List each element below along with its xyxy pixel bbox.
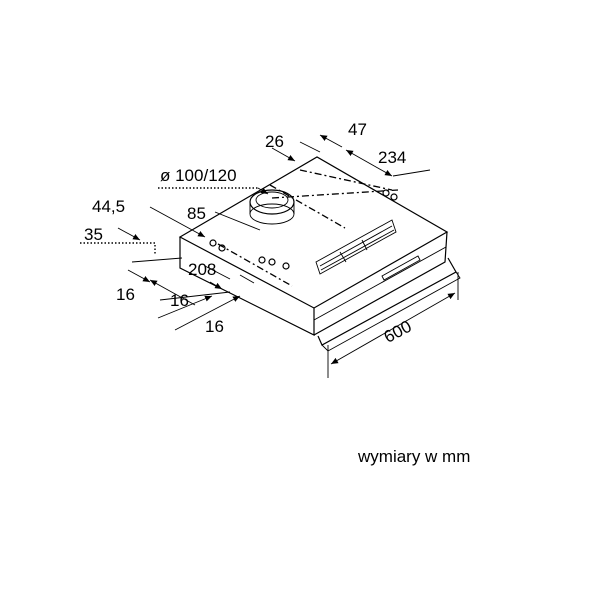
- dim-85: 85: [187, 204, 206, 223]
- centre-lines: [217, 169, 399, 287]
- dim-16-c: 16: [205, 317, 224, 336]
- dim-208: 208: [188, 260, 216, 279]
- slider-control: [381, 255, 421, 281]
- duct-outlet: [249, 189, 295, 225]
- mounting-holes: [209, 189, 398, 270]
- dim-duct-diameter: ø 100/120: [160, 166, 237, 185]
- dim-600: 600: [381, 317, 415, 347]
- dim-44-5: 44,5: [92, 197, 125, 216]
- dim-16-a: 16: [116, 285, 135, 304]
- dim-47: 47: [348, 120, 367, 139]
- dim-16-b: 16: [170, 291, 189, 310]
- dim-26: 26: [265, 132, 284, 151]
- dim-35: 35: [84, 225, 103, 244]
- vent-grilles: [315, 219, 397, 275]
- dimension-lines: [80, 134, 459, 378]
- units-caption: wymiary w mm: [358, 447, 471, 466]
- hood-left-face: [179, 237, 315, 336]
- dim-234: 234: [378, 148, 406, 167]
